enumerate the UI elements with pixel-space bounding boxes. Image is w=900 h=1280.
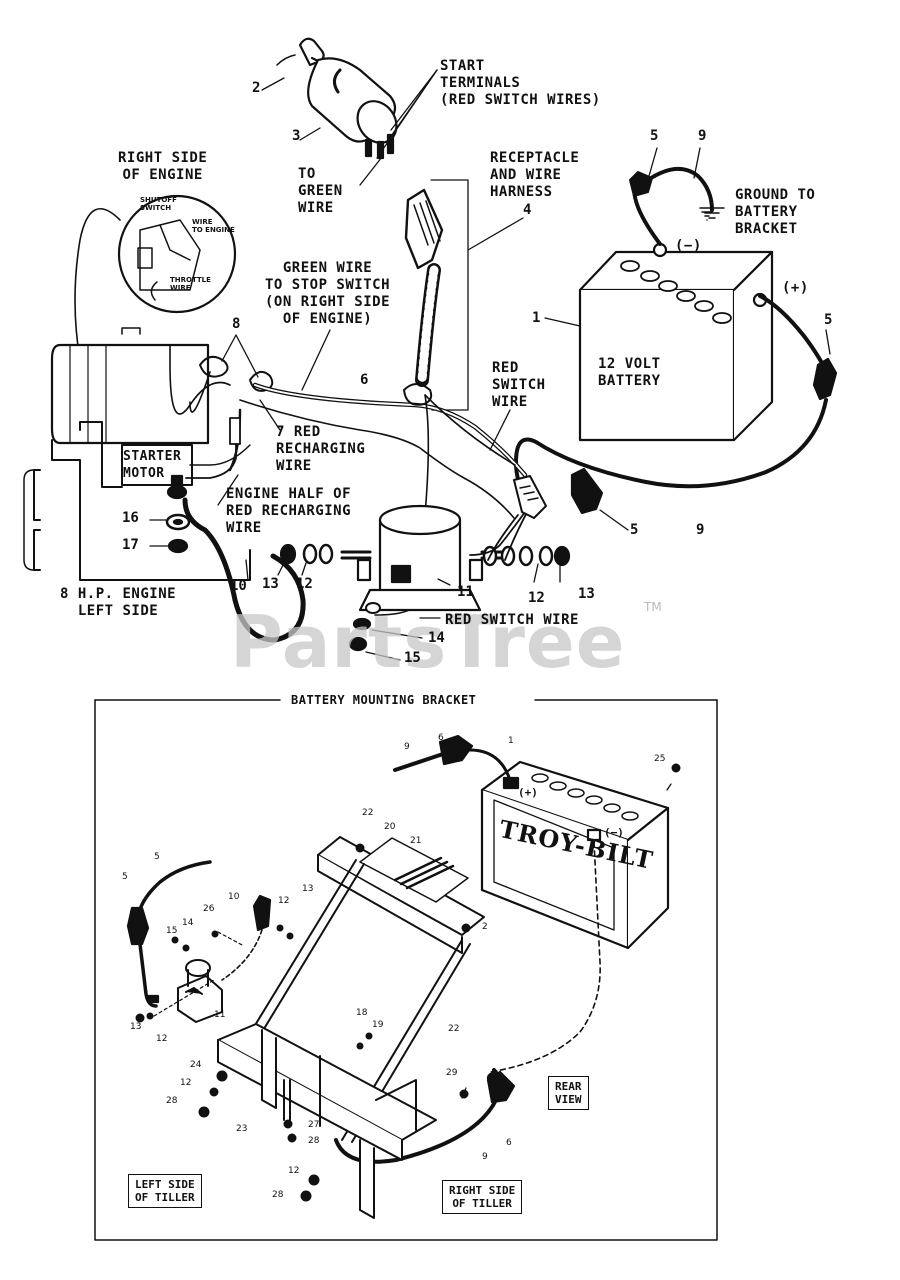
label-green-wire: GREEN WIRE TO STOP SWITCH (ON RIGHT SIDE… bbox=[265, 260, 391, 327]
rear-view-box: REAR VIEW bbox=[548, 1076, 589, 1110]
bracket-callout-14: 14 bbox=[182, 918, 194, 928]
callout-9a: 9 bbox=[698, 128, 707, 144]
bracket-callout-29: 29 bbox=[446, 1068, 458, 1078]
callout-16: 16 bbox=[122, 510, 139, 526]
bracket-callout-12d: 12 bbox=[288, 1166, 300, 1176]
callout-6: 6 bbox=[360, 372, 369, 388]
label-positive: (+) bbox=[782, 280, 809, 296]
callout-8: 8 bbox=[232, 316, 241, 332]
label-start-terminals: START TERMINALS (RED SWITCH WIRES) bbox=[440, 58, 601, 108]
bracket-callout-23: 23 bbox=[236, 1124, 248, 1134]
bracket-callout-5b: 5 bbox=[122, 872, 128, 882]
solenoid bbox=[356, 504, 484, 612]
bracket-callout-10: 10 bbox=[228, 892, 240, 902]
callout-11: 11 bbox=[457, 584, 474, 600]
inset-circle bbox=[74, 194, 237, 361]
bracket-callout-27: 27 bbox=[308, 1120, 320, 1130]
bracket-callout-12a: 12 bbox=[278, 896, 290, 906]
label-starter-motor: STARTER MOTOR bbox=[123, 449, 182, 481]
bracket-callout-6: 6 bbox=[438, 733, 444, 743]
callout-5c: 5 bbox=[630, 522, 639, 538]
bracket-callout-22b: 22 bbox=[448, 1024, 460, 1034]
receptacle-harness bbox=[404, 179, 524, 411]
callout-9b: 9 bbox=[696, 522, 705, 538]
label-red-recharging: 7 RED RECHARGING WIRE bbox=[276, 424, 366, 474]
label-red-switch-wire-bottom: RED SWITCH WIRE bbox=[445, 612, 579, 628]
bracket-callout-13b: 13 bbox=[130, 1022, 142, 1032]
inset-wire-label: WIRE TO ENGINE bbox=[192, 218, 235, 234]
bracket-callout-5a: 5 bbox=[154, 852, 160, 862]
bracket-battery bbox=[480, 760, 670, 950]
bracket-callout-6b: 6 bbox=[506, 1138, 512, 1148]
callout-3: 3 bbox=[292, 128, 301, 144]
callout-14: 14 bbox=[428, 630, 445, 646]
label-engine-left: 8 H.P. ENGINE LEFT SIDE bbox=[60, 586, 177, 619]
bracket-callout-1: 1 bbox=[508, 736, 514, 746]
label-right-side-engine: RIGHT SIDE OF ENGINE bbox=[118, 150, 208, 183]
bracket-callout-24: 24 bbox=[190, 1060, 202, 1070]
label-red-switch-wire: RED SWITCH WIRE bbox=[492, 360, 546, 410]
callout-5b: 5 bbox=[824, 312, 833, 328]
bracket-solenoid bbox=[177, 959, 223, 1023]
bracket-callout-25: 25 bbox=[654, 754, 666, 764]
bracket-neg-label: (−) bbox=[604, 826, 624, 839]
bracket-callout-22a: 22 bbox=[362, 808, 374, 818]
bracket-callout-2: 2 bbox=[482, 922, 488, 932]
callout-13b: 13 bbox=[578, 586, 595, 602]
bracket-callout-11: 11 bbox=[214, 1010, 226, 1020]
bracket-callout-12c: 12 bbox=[180, 1078, 192, 1088]
left-side-tiller-box: LEFT SIDE OF TILLER bbox=[128, 1174, 202, 1208]
watermark: PartsTree bbox=[230, 600, 626, 684]
bracket-frame bbox=[217, 836, 485, 1219]
label-to-green-wire: TO GREEN WIRE bbox=[298, 166, 343, 216]
bracket-callout-26: 26 bbox=[203, 904, 215, 914]
callout-10: 10 bbox=[230, 578, 247, 594]
bracket-callout-28b: 28 bbox=[308, 1136, 320, 1146]
bracket-callout-19: 19 bbox=[372, 1020, 384, 1030]
callout-13a: 13 bbox=[262, 576, 279, 592]
inset-throttle-label: THROTTLE WIRE bbox=[170, 276, 211, 292]
label-engine-half: ENGINE HALF OF RED RECHARGING WIRE bbox=[226, 486, 352, 536]
label-negative: (−) bbox=[675, 238, 702, 254]
bracket-title: BATTERY MOUNTING BRACKET bbox=[285, 693, 483, 707]
bracket-callout-21: 21 bbox=[410, 836, 422, 846]
label-receptacle: RECEPTACLE AND WIRE HARNESS bbox=[490, 150, 580, 200]
label-ground: GROUND TO BATTERY BRACKET bbox=[735, 187, 816, 237]
callout-1: 1 bbox=[532, 310, 541, 326]
battery-top bbox=[544, 242, 774, 442]
bracket-callout-12b: 12 bbox=[156, 1034, 168, 1044]
bracket-callout-9: 9 bbox=[404, 742, 410, 752]
callout-15: 15 bbox=[404, 650, 421, 666]
callout-4: 4 bbox=[523, 202, 532, 218]
callout-5a: 5 bbox=[650, 128, 659, 144]
watermark-tm: TM bbox=[644, 600, 662, 614]
bracket-callout-9b: 9 bbox=[482, 1152, 488, 1162]
callout-12b: 12 bbox=[528, 590, 545, 606]
right-side-tiller-box: RIGHT SIDE OF TILLER bbox=[442, 1180, 523, 1214]
callout-17: 17 bbox=[122, 537, 139, 553]
callout-12a: 12 bbox=[296, 576, 313, 592]
bracket-callout-28a: 28 bbox=[166, 1096, 178, 1106]
bracket-callout-15: 15 bbox=[166, 926, 178, 936]
bracket-callout-18: 18 bbox=[356, 1008, 368, 1018]
callout-2: 2 bbox=[252, 80, 261, 96]
inset-shutoff-label: SHUTOFF SWITCH bbox=[140, 196, 177, 212]
bracket-callout-20: 20 bbox=[384, 822, 396, 832]
bracket-callout-13a: 13 bbox=[302, 884, 314, 894]
label-battery: 12 VOLT BATTERY bbox=[598, 356, 661, 389]
bracket-callout-28c: 28 bbox=[272, 1190, 284, 1200]
bracket-pos-label: (+) bbox=[518, 786, 538, 799]
